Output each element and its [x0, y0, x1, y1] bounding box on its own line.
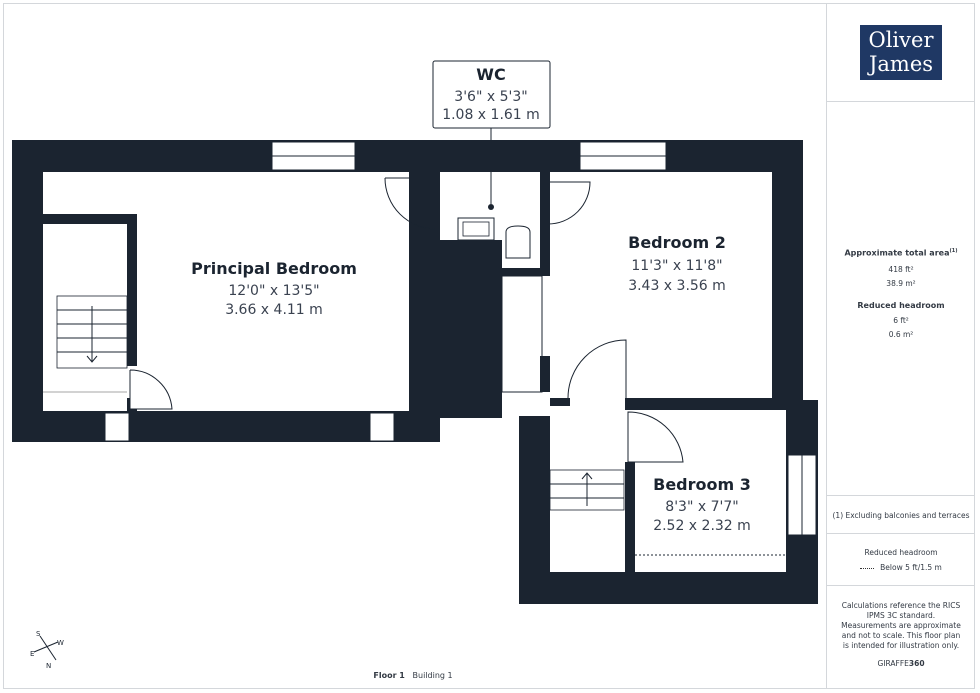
- disclaimer: Calculations reference the RICS IPMS 3C …: [841, 601, 961, 650]
- compass-n: N: [46, 662, 51, 668]
- oliver-james-logo: Oliver James: [860, 25, 942, 80]
- bedroom3-imperial: 8'3" x 7'7": [665, 499, 738, 515]
- legend-title: Reduced headroom: [864, 548, 938, 557]
- wall-bed2-bottom: [625, 398, 803, 410]
- headroom-m: 0.6 m²: [888, 330, 914, 339]
- bedroom3-metric: 2.52 x 2.32 m: [653, 518, 751, 534]
- wc-basin: [457, 217, 495, 241]
- wall-stair-right: [127, 214, 137, 366]
- stairs-left: [56, 295, 128, 369]
- door-bedroom2: [567, 339, 627, 399]
- building-label: Building 1: [412, 671, 453, 680]
- bedroom2-imperial: 11'3" x 11'8": [631, 258, 722, 274]
- wall-core: [440, 240, 502, 418]
- wall-central: [409, 172, 440, 442]
- principal-name: Principal Bedroom: [191, 259, 357, 278]
- headroom-ft: 6 ft²: [893, 316, 909, 325]
- wc-toilet: [505, 225, 531, 259]
- wall-bed3-left: [625, 462, 635, 572]
- door-wc: [384, 177, 437, 230]
- floor-label: Floor 1: [373, 671, 405, 680]
- wall-top: [12, 140, 803, 172]
- giraffe-logo: GIRAFFE360: [877, 659, 925, 668]
- door-principal: [129, 369, 173, 410]
- sidebar: Oliver James Approximate total area(1) 4…: [826, 3, 975, 689]
- excluding-note: (1) Excluding balconies and terraces: [832, 511, 970, 520]
- wc-metric: 1.08 x 1.61 m: [442, 107, 540, 123]
- legend-item: Below 5 ft/1.5 m: [827, 563, 975, 572]
- principal-imperial: 12'0" x 13'5": [228, 283, 319, 299]
- area-ft: 418 ft²: [888, 265, 914, 274]
- compass-s: S: [36, 630, 41, 638]
- logo-line2: James: [868, 52, 934, 76]
- bedroom2-metric: 3.43 x 3.56 m: [628, 278, 726, 294]
- principal-metric: 3.66 x 4.11 m: [225, 302, 323, 318]
- wall-bottom-principal: [12, 411, 440, 442]
- area-title: Approximate total area(1): [844, 248, 958, 258]
- bedroom3-name: Bedroom 3: [653, 475, 751, 494]
- wc-imperial: 3'6" x 5'3": [454, 89, 527, 105]
- logo-line1: Oliver: [868, 28, 934, 52]
- wc-label-box: [432, 60, 551, 129]
- compass-e: E: [30, 650, 34, 658]
- wall-right: [772, 140, 803, 402]
- compass-w: W: [57, 639, 64, 647]
- headroom-title: Reduced headroom: [857, 301, 945, 310]
- area-m: 38.9 m²: [886, 279, 916, 288]
- floor-footer: Floor 1 Building 1: [0, 671, 826, 680]
- wall-stair-top: [43, 214, 137, 224]
- compass-icon: S W E N: [30, 628, 66, 670]
- wall-left: [12, 140, 43, 442]
- plan-frame: [3, 3, 975, 689]
- bedroom2-name: Bedroom 2: [628, 233, 726, 252]
- wc-name: WC: [476, 65, 505, 84]
- dotted-line-icon: [860, 567, 875, 569]
- door-bedroom3: [627, 411, 684, 463]
- door-bedroom2-top: [547, 181, 591, 225]
- stairs-right: [549, 469, 625, 511]
- floor-plan: WC 3'6" x 5'3" 1.08 x 1.61 m Principal B…: [12, 60, 818, 604]
- wall-bottom-bed3: [519, 572, 818, 604]
- wall-wc-right: [540, 172, 550, 272]
